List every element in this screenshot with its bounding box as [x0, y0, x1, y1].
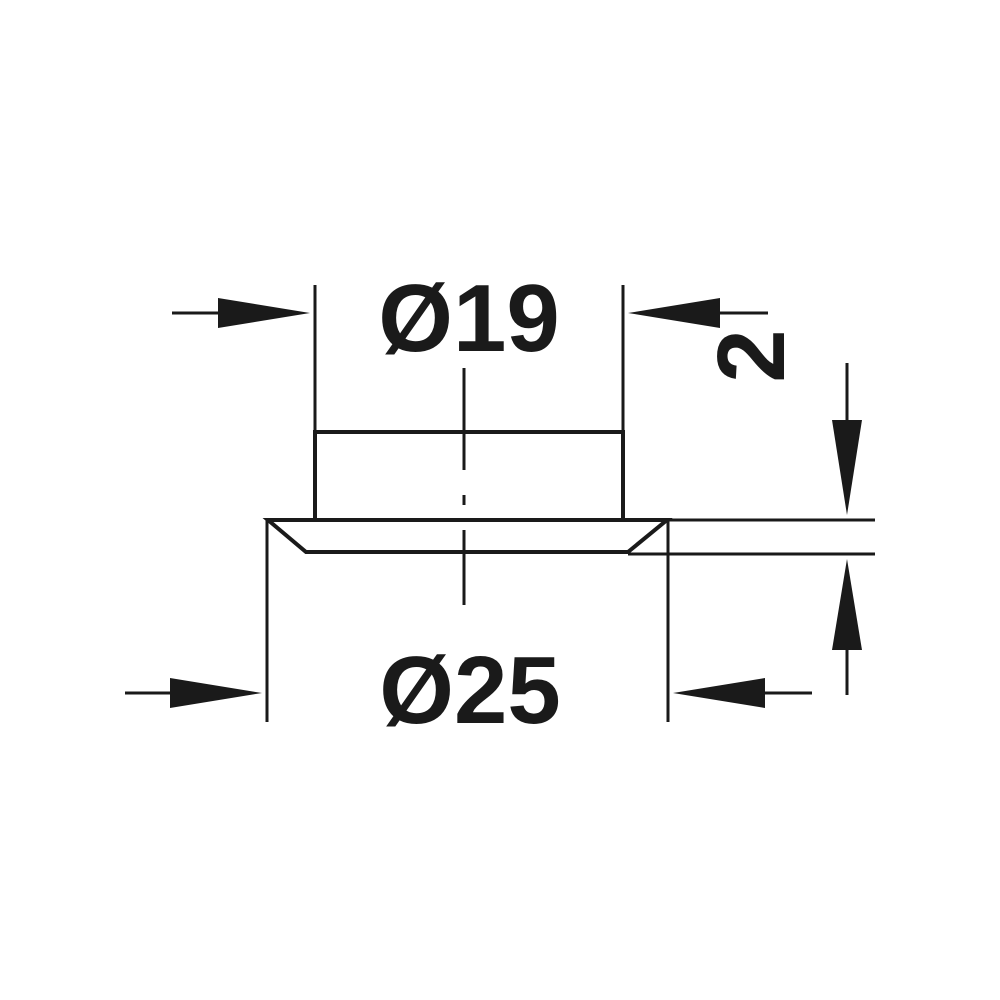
- bottom-diameter-label: Ø25: [379, 637, 560, 744]
- bottom-dimension-arrow-right: [673, 678, 812, 708]
- height-dimension-arrow-top: [832, 363, 862, 515]
- bottom-dimension-arrow-left: [125, 678, 262, 708]
- flange: [262, 518, 673, 554]
- upper-cylinder: [313, 430, 625, 522]
- top-diameter-label: Ø19: [378, 265, 559, 372]
- top-dimension-arrow-left: [172, 298, 310, 328]
- top-dimension-arrow-right: [628, 298, 768, 328]
- height-label: 2: [698, 329, 805, 382]
- height-dimension-arrow-bottom: [832, 559, 862, 695]
